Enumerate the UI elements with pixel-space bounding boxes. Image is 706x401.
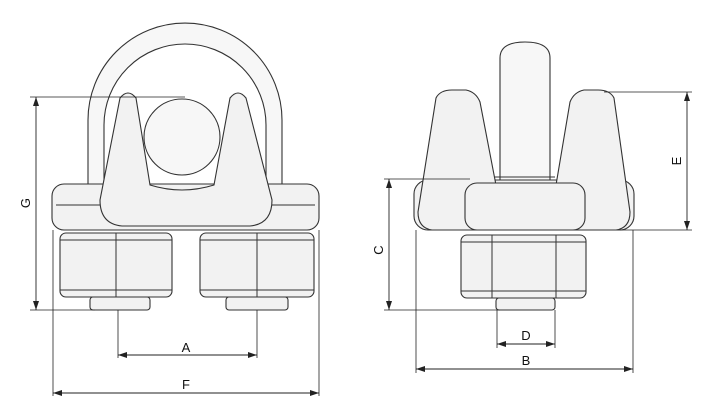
side-view xyxy=(413,41,635,311)
label-e: E xyxy=(669,156,684,165)
dimension-g: G xyxy=(18,96,185,311)
bolt-end-left xyxy=(89,296,151,311)
u-bolt xyxy=(87,22,283,191)
dimension-b: B xyxy=(415,230,634,373)
dimension-e: E xyxy=(604,91,692,231)
side-bolt-end xyxy=(495,297,556,311)
clip-saddle xyxy=(99,92,273,227)
side-plate xyxy=(464,182,586,231)
nut-right xyxy=(199,232,315,298)
dimension-d: D xyxy=(496,310,556,348)
front-view xyxy=(51,22,320,311)
dimension-f: F xyxy=(52,230,320,396)
dimension-c: C xyxy=(371,178,500,311)
label-f: F xyxy=(182,377,190,392)
dimension-a: A xyxy=(117,310,258,358)
label-g: G xyxy=(18,198,33,208)
side-nut xyxy=(460,234,587,299)
label-a: A xyxy=(182,340,191,355)
bolt-end-right xyxy=(225,296,289,311)
bolt-stem xyxy=(499,41,551,186)
label-d: D xyxy=(521,328,530,343)
nut-left xyxy=(59,232,173,298)
rope-section xyxy=(143,98,221,176)
label-b: B xyxy=(522,353,531,368)
label-c: C xyxy=(371,245,386,254)
